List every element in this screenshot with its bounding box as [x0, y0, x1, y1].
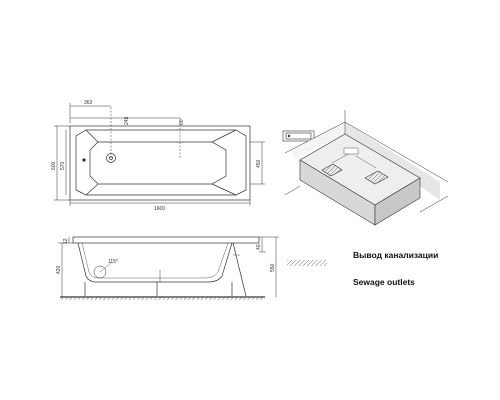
side-view-panel [232, 242, 247, 297]
top-view-inner-basin [75, 129, 247, 196]
iso-outlet-left [321, 163, 343, 177]
iso-box-side [374, 177, 421, 226]
dim-450: 450 [256, 159, 262, 168]
side-view [58, 236, 279, 298]
dim-600: 600 [51, 161, 57, 170]
side-view-rim [72, 236, 260, 244]
dim-420: 420 [56, 265, 62, 274]
iso-wall-back [290, 122, 345, 158]
dim-248: 248 [124, 116, 130, 125]
side-view-floor-hatch [60, 297, 265, 300]
dim-550: 550 [270, 263, 276, 272]
dim-1600: 1600 [154, 206, 165, 212]
iso-outlet-right [364, 170, 389, 185]
side-view-basin-profile [77, 242, 233, 283]
top-view-outer-rim [69, 125, 251, 201]
side-view-basin-inner [81, 242, 229, 279]
side-view-drain-arc [93, 265, 107, 279]
dim-570: 570 [60, 161, 66, 170]
dim-40: 40 [256, 244, 262, 250]
top-view [54, 103, 265, 206]
top-view-basin-floor [89, 141, 227, 185]
legend-sewage-ru: Вывод канализации [353, 250, 439, 260]
isometric-view [284, 110, 449, 226]
legend-hatch-swatch [287, 260, 327, 266]
dim-363: 363 [84, 100, 93, 106]
dim-115-angle: 115° [108, 259, 118, 265]
top-view-overflow [82, 158, 86, 162]
dim-12: 12 [63, 238, 69, 244]
dim-60: 60 [179, 119, 185, 125]
legend-sewage-en: Sewage outlets [353, 277, 415, 287]
bathtub-mini-icon [282, 130, 315, 142]
